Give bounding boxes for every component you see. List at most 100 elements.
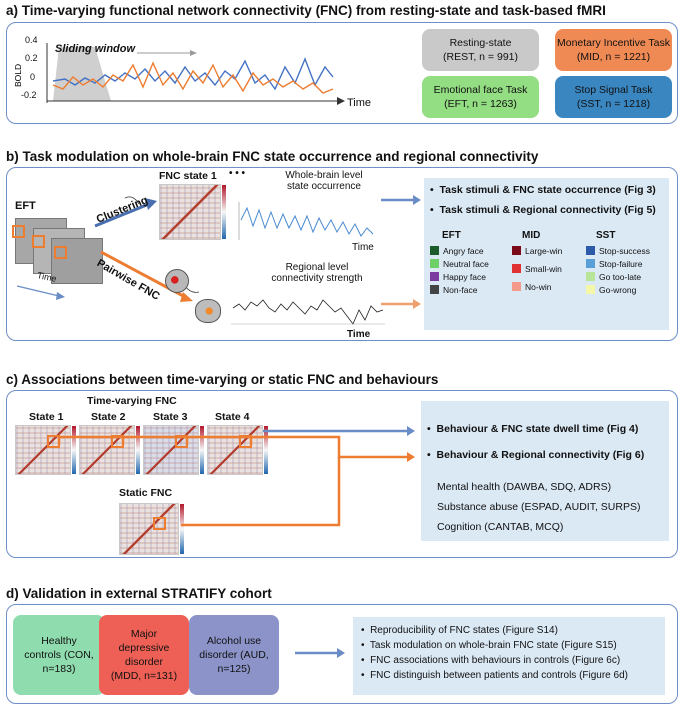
aud-line3: n=125) — [217, 663, 251, 676]
mdd-line1: Major — [130, 627, 158, 640]
static-fnc-highlight — [153, 517, 166, 530]
sliding-window-shape — [53, 47, 111, 101]
legend-non-face-label: Non-face — [443, 285, 478, 295]
eft-highlight-1 — [12, 225, 25, 238]
con-group: Healthy controls (CON, n=183) — [13, 615, 105, 695]
fnc-state-label: FNC state 1 — [159, 170, 217, 182]
regional-connectivity-plot — [231, 299, 385, 325]
state-4-label: State 4 — [215, 411, 250, 423]
panel-a: BOLD 0.4 0.2 0 -0.2 Sliding window Time … — [6, 22, 678, 124]
whole-brain-label: Whole-brain level state occurrence — [269, 170, 379, 192]
sst-line1: Stop Signal Task — [574, 83, 653, 96]
ytick-4: -0.2 — [21, 90, 37, 100]
panel-d-bullet-2: • Task modulation on whole-brain FNC sta… — [361, 640, 617, 651]
panel-c-bullet-1-text: Behaviour & FNC state dwell time (Fig 4) — [436, 423, 639, 435]
panel-d-bullet-4: • FNC distinguish between patients and c… — [361, 670, 628, 681]
legend-go-wrong: Go-wrong — [586, 285, 636, 295]
static-fnc-matrix — [119, 503, 184, 555]
rest-line2: (REST, n = 991) — [443, 51, 518, 63]
aud-line2: disorder (AUD, — [199, 648, 269, 661]
panel-b-bullet-1: • Task stimuli & FNC state occurrence (F… — [430, 184, 656, 196]
ytick-2: 0.2 — [25, 53, 38, 63]
eft-line2: (EFT, n = 1263) — [444, 98, 517, 110]
measure-substance-abuse: Substance abuse (ESPAD, AUDIT, SURPS) — [437, 501, 641, 513]
panel-b-bullet-2: • Task stimuli & Regional connectivity (… — [430, 204, 656, 216]
legend-mid-header: MID — [522, 230, 541, 241]
panel-d-title: d) Validation in external STRATIFY cohor… — [6, 586, 272, 601]
panel-d-bullet-1: • Reproducibility of FNC states (Figure … — [361, 625, 558, 636]
legend-angry-face: Angry face — [430, 246, 484, 256]
legend-happy-face: Happy face — [430, 272, 486, 282]
sst-line2: (SST, n = 1218) — [576, 98, 651, 110]
whole-brain-l1: Whole-brain level — [285, 170, 363, 181]
measure-cognition: Cognition (CANTAB, MCQ) — [437, 521, 564, 533]
legend-large-win-label: Large-win — [525, 246, 563, 256]
legend-angry-face-label: Angry face — [443, 246, 484, 256]
state-2-matrix — [79, 425, 140, 475]
bold-line-blue — [52, 57, 334, 91]
legend-happy-face-label: Happy face — [443, 272, 486, 282]
regional-label: Regional level connectivity strength — [257, 262, 377, 284]
legend-neutral-face: Neutral face — [430, 259, 489, 269]
ellipsis: • • • — [229, 168, 246, 179]
rest-dataset: Resting-state (REST, n = 991) — [422, 29, 539, 71]
eft-frame-3 — [51, 238, 103, 284]
panel-d: Healthy controls (CON, n=183) Major depr… — [6, 604, 678, 704]
time-axis-label: Time — [347, 97, 372, 109]
ytick-3: 0 — [30, 72, 36, 82]
panel-d-bullet-3-text: FNC associations with behaviours in cont… — [370, 655, 621, 666]
rest-line1: Resting-state — [449, 36, 512, 49]
bold-line-orange — [52, 61, 334, 94]
aud-group: Alcohol use disorder (AUD, n=125) — [189, 615, 279, 695]
mdd-line4: (MDD, n=131) — [110, 670, 178, 683]
panel-d-bullet-3: • FNC associations with behaviours in co… — [361, 655, 621, 666]
bold-axis-label: BOLD — [13, 64, 23, 87]
legend-large-win: Large-win — [512, 246, 562, 256]
sst-dataset: Stop Signal Task (SST, n = 1218) — [555, 76, 672, 118]
eft-highlight-3 — [54, 246, 67, 259]
aud-line1: Alcohol use — [206, 634, 262, 647]
panel-d-bullet-1-text: Reproducibility of FNC states (Figure S1… — [370, 625, 558, 636]
legend-no-win: No-win — [512, 282, 551, 292]
legend-stop-success-label: Stop-success — [599, 246, 651, 256]
legend-stop-failure: Stop-failure — [586, 259, 642, 269]
state-4-matrix — [207, 425, 268, 475]
bold-signal-plot: BOLD — [13, 43, 345, 105]
state-1-label: State 1 — [29, 411, 64, 423]
panel-c: Time-varying FNC State 1 State 2 State 3… — [6, 390, 678, 558]
state-3-label: State 3 — [153, 411, 188, 423]
state-1-matrix — [15, 425, 76, 475]
state-2-label: State 2 — [91, 411, 126, 423]
brain-icon-1 — [165, 269, 189, 293]
mid-dataset: Monetary Incentive Task(MID, n = 1221) — [555, 29, 672, 71]
mid-line1: Monetary Incentive Task — [556, 36, 671, 49]
brain-icon-2 — [195, 299, 221, 323]
con-line2: controls (CON, — [24, 648, 94, 661]
state-occurrence-plot — [238, 202, 374, 240]
ytick-1: 0.4 — [25, 35, 38, 45]
legend-sst-header: SST — [596, 230, 616, 241]
sliding-window-label: Sliding window — [55, 43, 136, 55]
legend-eft-header: EFT — [442, 230, 461, 241]
panel-b-bullet-2-text: Task stimuli & Regional connectivity (Fi… — [439, 204, 656, 216]
regional-time-label: Time — [347, 329, 371, 340]
panel-d-bullet-4-text: FNC distinguish between patients and con… — [370, 670, 628, 681]
panel-a-title: a) Time-varying functional network conne… — [6, 3, 606, 18]
eft-label: EFT — [15, 200, 36, 212]
panel-c-results-box: • Behaviour & FNC state dwell time (Fig … — [421, 401, 669, 541]
panel-b-bullet-1-text: Task stimuli & FNC state occurrence (Fig… — [439, 184, 656, 196]
panel-b-title: b) Task modulation on whole-brain FNC st… — [6, 149, 539, 164]
con-line1: Healthy — [41, 634, 77, 647]
whole-brain-l2: state occurrence — [287, 181, 361, 192]
state-3-matrix — [143, 425, 204, 475]
panel-c-bullet-2-text: Behaviour & Regional connectivity (Fig 6… — [436, 449, 645, 461]
mdd-line3: disorder — [125, 656, 163, 668]
legend-go-too-late: Go too-late — [586, 272, 641, 282]
panel-d-arrow — [295, 648, 345, 658]
fnc-state-matrix — [159, 184, 226, 240]
panel-c-bullet-2: • Behaviour & Regional connectivity (Fig… — [427, 449, 645, 461]
measure-mental-health: Mental health (DAWBA, SDQ, ADRS) — [437, 481, 612, 493]
legend-small-win: Small-win — [512, 264, 562, 274]
regional-l1: Regional level — [285, 262, 349, 273]
panel-d-results-box: • Reproducibility of FNC states (Figure … — [353, 617, 665, 695]
